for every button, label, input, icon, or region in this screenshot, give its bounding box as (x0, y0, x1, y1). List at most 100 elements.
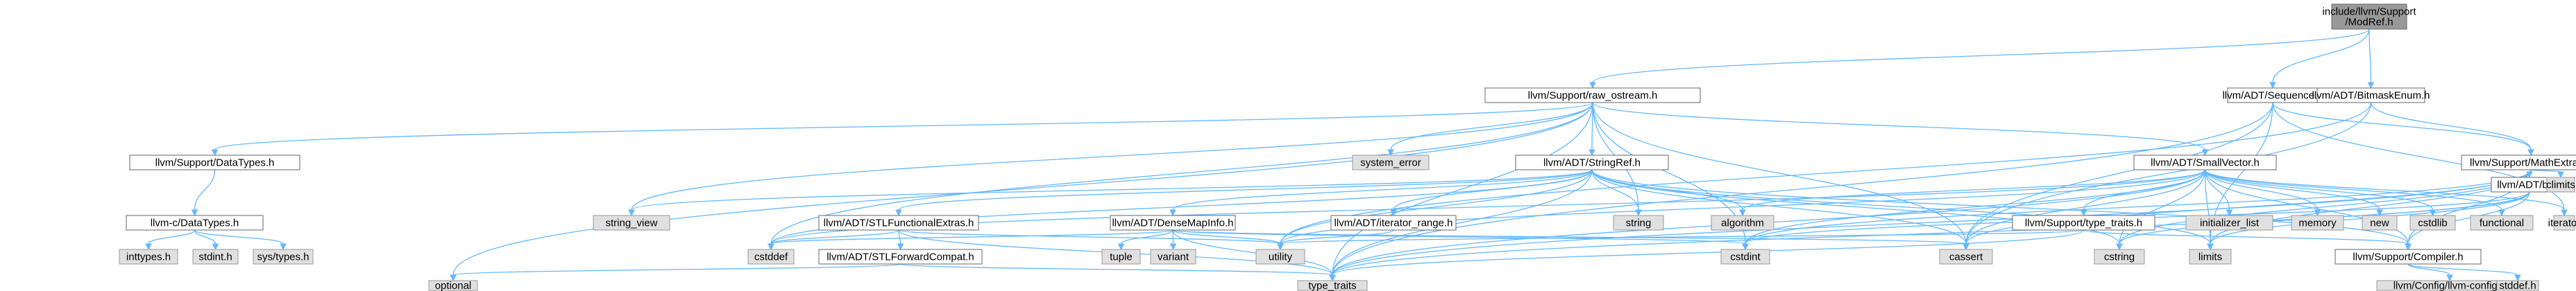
node-label: cstdlib (2418, 218, 2448, 229)
node-label: llvm/Support/MathExtras.h (2470, 157, 2576, 169)
edge-c_datatypes-to-inttypes (145, 229, 196, 251)
node-label: cstddef (754, 252, 788, 263)
node-stddef: stddef.h (2496, 280, 2539, 291)
edge-raw_ostream-to-datatypes (211, 102, 1593, 157)
edge-compiler-to-stddef (2407, 263, 2521, 282)
node-label: functional (2480, 218, 2524, 229)
node-stlfunc[interactable]: llvm/ADT/STLFunctionalExtras.h (818, 215, 979, 231)
node-type_traits: type_traits (1297, 280, 1368, 291)
edge-iterator_range-to-utility (1277, 229, 1394, 251)
node-label: llvm/ADT/SmallVector.h (2151, 157, 2260, 169)
node-label: string_view (605, 218, 657, 229)
node-compiler[interactable]: llvm/Support/Compiler.h (2334, 249, 2482, 265)
node-cstdlib: cstdlib (2409, 215, 2456, 231)
node-limits: limits (2189, 249, 2232, 265)
dependency-edges (145, 28, 2568, 282)
node-label: llvm/Support/DataTypes.h (155, 157, 275, 169)
node-label: algorithm (1721, 218, 1764, 229)
edge-compiler-to-llvm_config (2407, 263, 2453, 282)
node-datatypes[interactable]: llvm/Support/DataTypes.h (129, 155, 300, 170)
edge-bit-to-compiler (2405, 191, 2530, 251)
node-label: limits (2198, 252, 2222, 263)
node-label: llvm/ADT/STLFunctionalExtras.h (824, 218, 974, 229)
node-label: llvm/Support/Compiler.h (2353, 252, 2463, 263)
edge-stlforward-to-optional (450, 263, 901, 282)
edge-type_traits_h-to-utility (1277, 229, 2085, 251)
edge-bitmask-to-mathextras (2370, 102, 2534, 157)
edge-smallvector-to-new (2204, 169, 2383, 217)
header-nodes: include/llvm/Support/ModRef.h llvm/Suppor… (119, 3, 2576, 291)
node-label: sys/types.h (257, 252, 309, 263)
node-label: cassert (1949, 252, 1983, 263)
edge-densemapinfo-to-cstddef (768, 229, 1173, 251)
node-label: inttypes.h (126, 252, 171, 263)
node-smallvector[interactable]: llvm/ADT/SmallVector.h (2133, 155, 2277, 170)
node-label: llvm-c/DataTypes.h (151, 218, 239, 229)
edge-smallvector-to-algorithm (1739, 169, 2206, 217)
edge-stringref-to-algorithm (1591, 169, 1746, 217)
edge-stlfunc-to-stlforward (897, 229, 904, 251)
edge-stlforward-to-type_traits (899, 263, 1336, 282)
node-stlforward[interactable]: llvm/ADT/STLForwardCompat.h (818, 249, 983, 265)
node-label: iterator (2548, 218, 2576, 229)
node-type_traits_h[interactable]: llvm/Support/type_traits.h (2012, 215, 2155, 231)
node-tuple: tuple (1101, 249, 1141, 265)
node-label: llvm/ADT/iterator_range.h (1334, 218, 1453, 229)
node-c_datatypes[interactable]: llvm-c/DataTypes.h (126, 215, 264, 231)
node-string: string (1613, 215, 1664, 231)
edge-stringref-to-string_view (628, 169, 1593, 217)
node-climits: climits (2546, 177, 2575, 193)
node-label: variant (1158, 252, 1189, 263)
edge-stringref-to-densemapinfo (1169, 169, 1593, 217)
edge-mathextras-to-climits (2530, 169, 2564, 179)
node-label: system_error (1360, 157, 1421, 169)
node-label: new (2370, 218, 2389, 229)
edge-modref-to-sequence (2269, 28, 2370, 89)
node-functional: functional (2470, 215, 2534, 231)
node-label: string (1626, 218, 1652, 229)
edge-raw_ostream-to-system_error (1387, 102, 1593, 157)
node-iterator_range[interactable]: llvm/ADT/iterator_range.h (1330, 215, 1457, 231)
node-label: utility (1269, 252, 1293, 263)
node-label: cstdint (1730, 252, 1761, 263)
node-cstring: cstring (2094, 249, 2145, 265)
node-label: stddef.h (2499, 280, 2536, 291)
node-label: climits (2546, 179, 2575, 191)
edge-densemapinfo-to-tuple (1117, 229, 1173, 251)
edge-c_datatypes-to-sys_types (194, 229, 287, 251)
node-label: llvm/ADT/bit.h (2497, 179, 2561, 191)
node-label: cstring (2104, 252, 2135, 263)
node-label: memory (2298, 218, 2337, 229)
node-modref[interactable]: include/llvm/Support/ModRef.h (2322, 3, 2416, 30)
node-label: llvm/ADT/STLForwardCompat.h (827, 252, 974, 263)
node-initializer_list: initializer_list (2185, 215, 2273, 231)
node-label: optional (435, 280, 472, 291)
node-sequence[interactable]: llvm/ADT/Sequence.h (2222, 87, 2323, 103)
node-cassert: cassert (1939, 249, 1993, 265)
node-algorithm: algorithm (1711, 215, 1774, 231)
node-densemapinfo[interactable]: llvm/ADT/DenseMapInfo.h (1110, 215, 1236, 231)
edge-bit-to-type_traits (1329, 191, 2530, 282)
node-sys_types: sys/types.h (253, 249, 314, 265)
node-label: llvm/Support/type_traits.h (2025, 218, 2142, 229)
node-variant: variant (1150, 249, 1196, 265)
edge-stringref-to-stlfunc (895, 169, 1593, 217)
edge-c_datatypes-to-stdint (194, 229, 219, 251)
node-iterator: iterator (2548, 215, 2576, 231)
node-raw_ostream[interactable]: llvm/Support/raw_ostream.h (1484, 87, 1701, 103)
edge-datatypes-to-c_datatypes (191, 169, 216, 217)
edge-smallvector-to-initializer_list (2204, 169, 2233, 217)
node-label: tuple (1110, 252, 1133, 263)
edge-smallvector-to-iterator (2204, 169, 2568, 217)
node-stringref[interactable]: llvm/ADT/StringRef.h (1515, 155, 1669, 170)
node-label: stdint.h (198, 252, 232, 263)
node-system_error: system_error (1352, 155, 1430, 170)
node-bitmask[interactable]: llvm/ADT/BitmaskEnum.h (2312, 87, 2430, 103)
node-inttypes: inttypes.h (119, 249, 178, 265)
node-label: llvm/Support/raw_ostream.h (1528, 90, 1658, 102)
node-mathextras[interactable]: llvm/Support/MathExtras.h (2461, 155, 2576, 170)
node-label: type_traits (1308, 280, 1356, 291)
node-label: initializer_list (2200, 218, 2260, 229)
node-memory: memory (2291, 215, 2344, 231)
node-llvm_config: llvm/Config/llvm-config.h (2376, 280, 2523, 291)
